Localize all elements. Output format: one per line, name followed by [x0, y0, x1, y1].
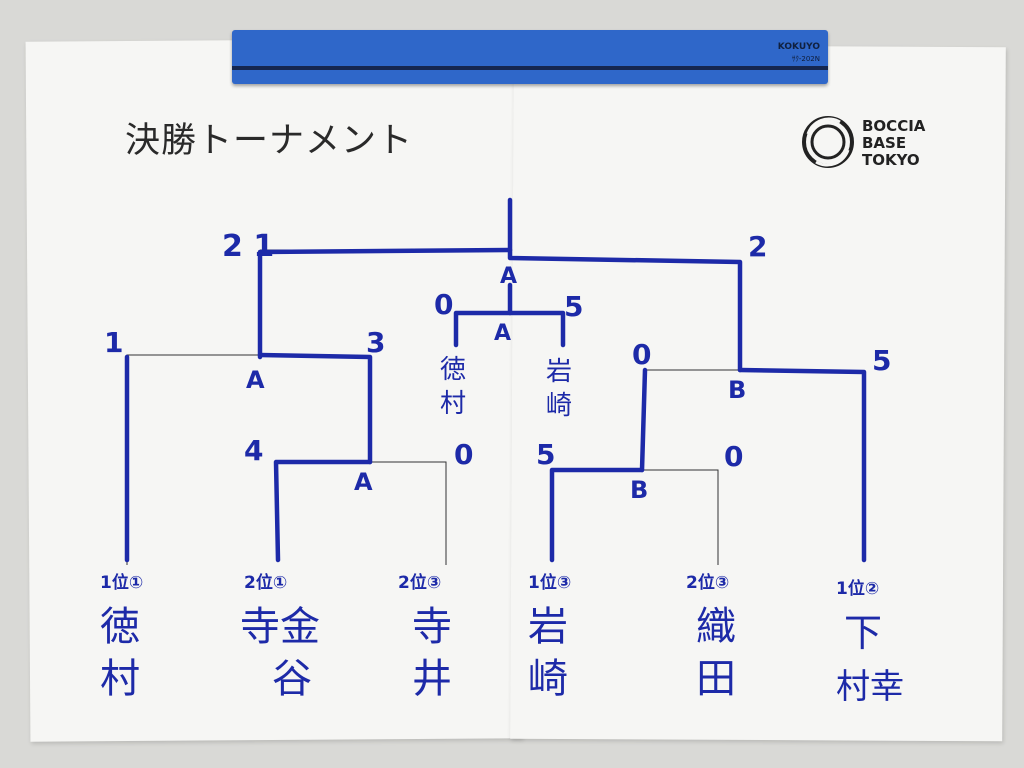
right-lower-score-right: 0 [724, 440, 743, 473]
logo-text-line2: BASE [862, 134, 907, 152]
final-score-right: 2 [748, 230, 767, 263]
player-name-top: 織 [696, 604, 736, 650]
third-score-left: 0 [434, 288, 453, 321]
player-entries: 1位① 徳 村 2位① 寺金 谷 2位③ 寺 井 1位③ 岩 崎 2位③ 織 田… [100, 572, 904, 707]
left-upper-court: A [246, 366, 265, 394]
player-seed: 1位② [836, 578, 879, 599]
logo-text-line3: TOKYO [862, 151, 920, 169]
left-lower-score-top: 4 [244, 434, 263, 467]
ruler-stripe [232, 66, 828, 70]
ring-logo-icon [802, 116, 854, 168]
player-name-top: 下 [844, 611, 882, 655]
right-upper-score-left: 0 [632, 338, 651, 371]
player-seed: 2位① [244, 572, 287, 593]
player-name-bottom: 谷 [272, 656, 312, 702]
ruler-model: ｻｸ-202N [791, 55, 820, 63]
player-name-top: 岩 [528, 604, 568, 650]
ruler: KOKUYO ｻｸ-202N [232, 30, 828, 84]
final-court: A [500, 264, 517, 289]
right-upper-court: B [728, 376, 746, 404]
player-seed: 1位③ [528, 572, 571, 593]
third-player-right-top: 岩 [546, 357, 572, 387]
player-name-bottom: 村幸 [836, 667, 904, 707]
player-name-top: 徳 [100, 604, 140, 650]
final-score-left: 2 1 [222, 229, 274, 264]
player-name-top: 寺金 [240, 604, 320, 650]
third-player-right-bottom: 崎 [546, 391, 572, 421]
third-court: A [494, 321, 511, 346]
right-lower-score-left: 5 [536, 438, 555, 471]
third-player-left-bottom: 村 [440, 389, 466, 419]
right-upper-score-right: 5 [872, 344, 891, 377]
player-seed: 2位③ [686, 572, 729, 593]
left-lower-court: A [354, 468, 373, 496]
logo: BOCCIA BASE TOKYO [800, 114, 950, 174]
page-title: 決勝トーナメント [125, 121, 414, 161]
player-seed: 1位① [100, 572, 143, 593]
player-name-bottom: 村 [100, 656, 140, 702]
left-lower-score-other: 0 [454, 438, 473, 471]
player-name-top: 寺 [412, 604, 452, 650]
bracket-thin-lines [126, 249, 738, 565]
player-name-bottom: 井 [412, 656, 452, 702]
player-name-bottom: 崎 [528, 656, 568, 702]
bracket-marker-lines [124, 197, 867, 563]
third-score-right: 5 [564, 290, 583, 323]
player-seed: 2位③ [398, 572, 441, 593]
left-upper-score-left: 1 [104, 326, 123, 359]
left-upper-score-right: 3 [366, 326, 385, 359]
player-name-bottom: 田 [696, 656, 736, 702]
third-player-left-top: 徳 [440, 355, 466, 385]
right-lower-court: B [630, 476, 648, 504]
ruler-brand: KOKUYO [777, 42, 820, 52]
logo-text-line1: BOCCIA [862, 117, 926, 135]
